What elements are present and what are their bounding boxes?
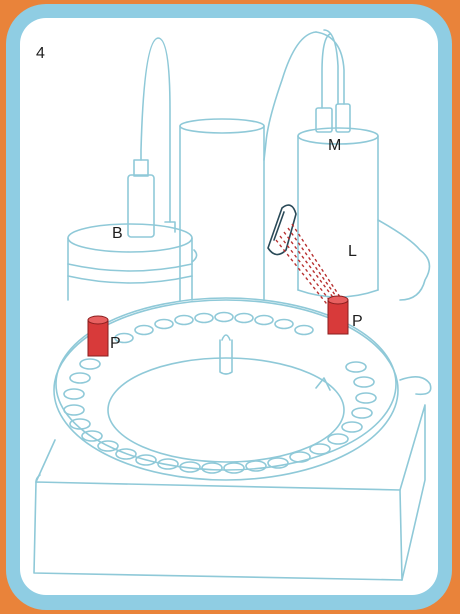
label-b: B — [112, 225, 123, 242]
label-p-left: P — [110, 335, 121, 352]
label-l: L — [348, 243, 357, 260]
sample-vial-left — [88, 316, 108, 356]
white-panel — [20, 18, 438, 595]
label-p-right: P — [352, 313, 363, 330]
label-m: M — [328, 137, 341, 154]
sample-vial-right — [328, 296, 348, 334]
panel-number: 4 — [36, 45, 45, 62]
